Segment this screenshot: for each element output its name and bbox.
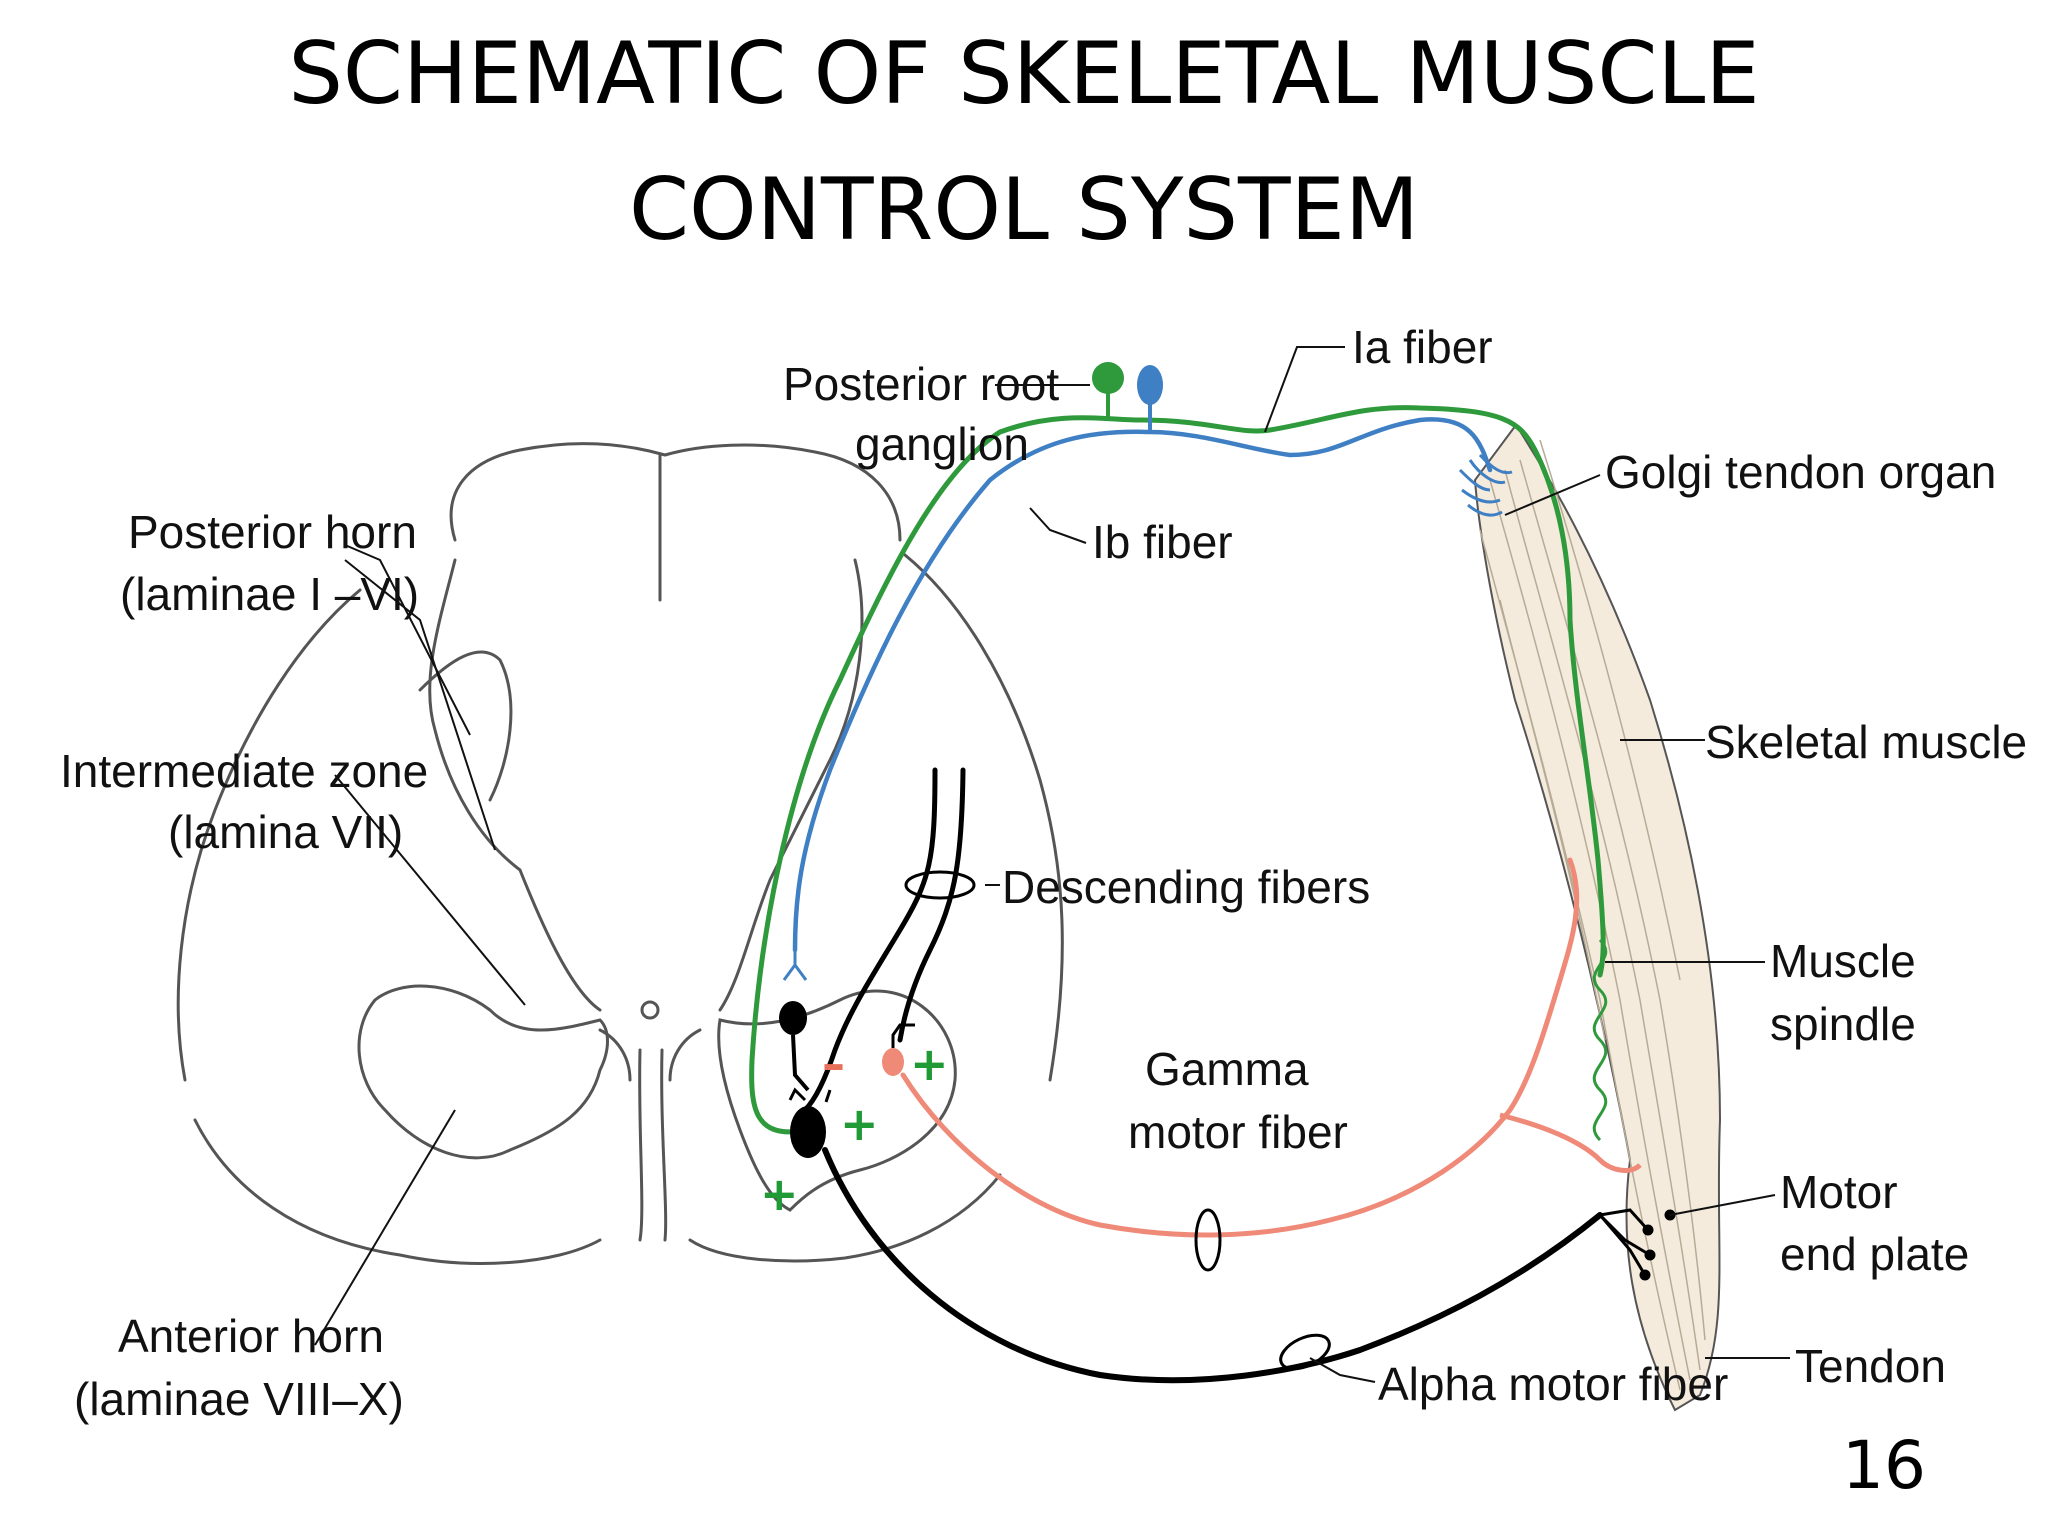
gamma-fiber-branch — [1499, 1112, 1642, 1173]
label-posterior-root-line2: ganglion — [855, 418, 1029, 470]
label-anterior-horn-line2: (laminae VIII–X) — [74, 1373, 404, 1425]
minus-sign: – — [822, 1037, 845, 1091]
gamma-motor-neuron — [882, 1023, 915, 1076]
ib-ganglion — [1137, 365, 1163, 432]
right-posterior-horn — [718, 558, 864, 1012]
left-horn-tip — [418, 650, 513, 802]
spinal-cord — [176, 442, 1064, 1265]
label-intermediate-zone-line2: (lamina VII) — [168, 806, 403, 858]
label-anterior-horn-line1: Anterior horn — [118, 1310, 384, 1362]
label-muscle-spindle-line2: spindle — [1770, 998, 1916, 1050]
leader-posterior-horn-a — [344, 544, 471, 736]
descending-fiber-right — [897, 767, 966, 1043]
slide-title: SCHEMATIC OF SKELETAL MUSCLE CONTROL SYS… — [0, 6, 2048, 278]
gray-commissure — [598, 1028, 702, 1082]
muscle-striations — [1479, 439, 1706, 1391]
ventral-median-fissure — [638, 1048, 668, 1242]
label-gamma-line1: Gamma — [1145, 1043, 1309, 1095]
spinal-cord-outline — [176, 442, 1064, 1265]
leader-golgi — [1504, 474, 1601, 516]
label-tendon: Tendon — [1795, 1340, 1946, 1392]
ib-terminal — [782, 950, 808, 981]
muscle-spindle — [1592, 938, 1608, 1142]
label-descending-fibers: Descending fibers — [1002, 861, 1370, 913]
muscle-belly — [1473, 423, 1722, 1412]
label-motor-end-plate-line1: Motor — [1780, 1166, 1898, 1218]
label-muscle-spindle-line1: Muscle — [1770, 935, 1916, 987]
skeletal-muscle — [1473, 423, 1722, 1412]
descending-fiber-left — [802, 767, 938, 1113]
right-anterior-horn — [717, 989, 957, 1212]
gamma-motor-fiber — [900, 857, 1580, 1238]
descending-fibers-ring — [904, 870, 976, 900]
ia-ganglion — [1092, 362, 1124, 420]
central-canal — [640, 1000, 660, 1020]
label-posterior-horn-line2: (laminae I –VI) — [120, 568, 419, 620]
leader-ib — [1029, 507, 1087, 544]
diagram-labels: Posterior root ganglion Ia fiber Ib fibe… — [60, 321, 2027, 1425]
alpha-motor-fiber — [822, 1147, 1603, 1384]
label-golgi-tendon-organ: Golgi tendon organ — [1605, 446, 1996, 498]
descending-fibers — [802, 767, 976, 1113]
golgi-tendon-organ — [1458, 453, 1513, 517]
leader-intermediate-zone — [334, 774, 526, 1006]
gamma-fiber-ring — [1194, 1208, 1222, 1272]
label-alpha-motor-fiber: Alpha motor fiber — [1378, 1358, 1728, 1410]
page-number: 16 — [1842, 1427, 1926, 1504]
inhibitory-interneuron — [779, 1001, 810, 1092]
leader-posterior-horn-b — [344, 559, 496, 851]
leader-lines — [314, 346, 1790, 1383]
alpha-motor-neuron — [788, 1087, 832, 1158]
leader-motor-end-plate — [1669, 1194, 1776, 1216]
plus-sign-ia: + — [760, 1167, 799, 1221]
plus-sign-alpha: + — [840, 1097, 879, 1151]
leader-ia — [1264, 346, 1345, 433]
alpha-fiber-ring — [1279, 1333, 1331, 1371]
label-posterior-horn-line1: Posterior horn — [128, 506, 417, 558]
label-skeletal-muscle: Skeletal muscle — [1705, 716, 2027, 768]
label-ia-fiber: Ia fiber — [1352, 321, 1493, 373]
left-anterior-horn — [357, 984, 609, 1160]
ia-fiber — [749, 405, 1606, 1135]
leader-anterior-horn — [314, 1109, 456, 1346]
ib-fiber — [792, 417, 1493, 953]
leader-alpha-fiber — [1309, 1357, 1376, 1383]
left-posterior-horn — [428, 558, 602, 1012]
label-intermediate-zone-line1: Intermediate zone — [60, 745, 428, 797]
title-line-1: SCHEMATIC OF SKELETAL MUSCLE — [288, 24, 1760, 124]
title-line-2: CONTROL SYSTEM — [628, 160, 1420, 260]
label-ib-fiber: Ib fiber — [1092, 516, 1233, 568]
label-posterior-root-line1: Posterior root — [783, 358, 1059, 410]
label-gamma-line2: motor fiber — [1128, 1106, 1348, 1158]
label-motor-end-plate-line2: end plate — [1780, 1228, 1969, 1280]
plus-sign-gamma: + — [910, 1037, 949, 1091]
